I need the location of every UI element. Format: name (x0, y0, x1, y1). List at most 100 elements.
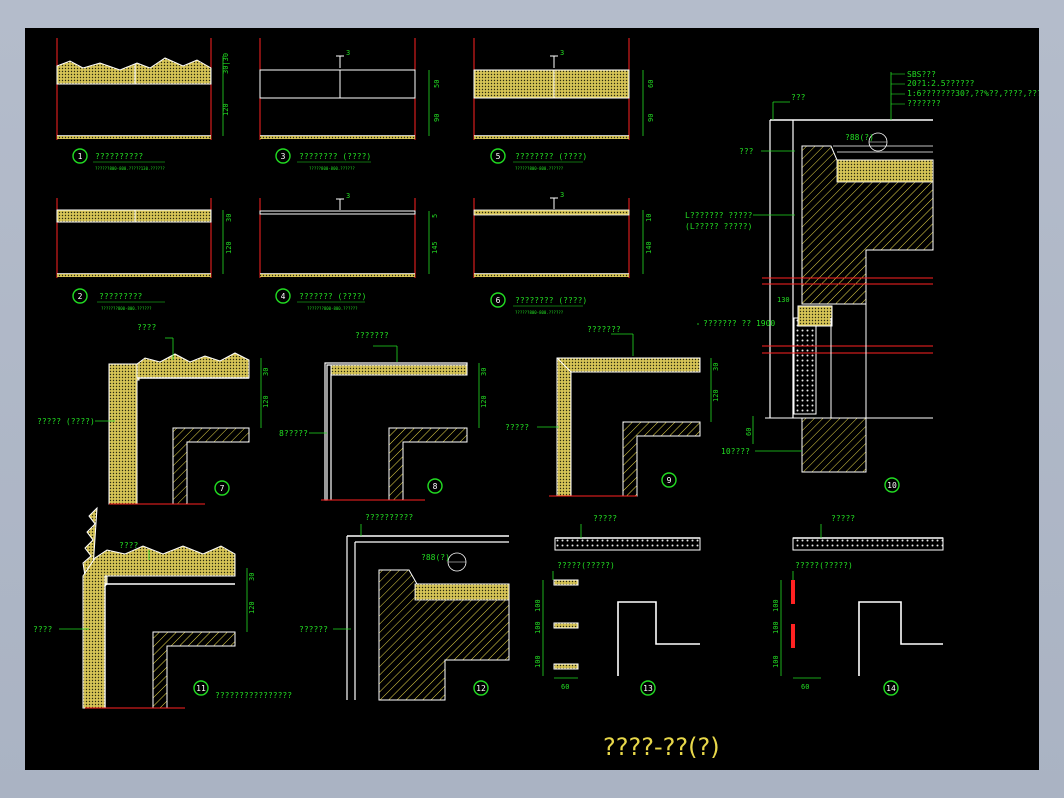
dim-text: 60 (745, 428, 753, 436)
detail-number: 11 (196, 684, 206, 693)
detail-note: ???????800-800.?????? (101, 306, 152, 311)
callout: ?????????? (365, 513, 413, 522)
dim-text: 30 (480, 368, 488, 376)
dim-text: 120 (222, 103, 230, 116)
dim-text: 50 (433, 80, 441, 88)
detail-number: 9 (667, 476, 672, 485)
detail-note: ??????800-800.?????130.?????? (95, 166, 165, 171)
dim-text: 120 (248, 601, 256, 614)
detail-number: 8 (433, 482, 438, 491)
detail-label: ???????? (????) (515, 296, 587, 305)
detail-7: 30 120 ???? ????? (????) 7 (37, 323, 270, 505)
detail-label: ???????? (????) (299, 152, 371, 161)
detail-number: 7 (220, 484, 225, 493)
callout: ?????? (299, 625, 328, 634)
callout: ?88(?) (421, 553, 450, 562)
dim-text: 3 (560, 49, 564, 57)
callout: ??????? (907, 99, 941, 108)
callout: ????? (831, 514, 855, 523)
callout: ??????? (587, 325, 621, 334)
detail-4: 3 5 145 4 ??????? (????) ???????800-800.… (259, 192, 439, 311)
dim-text: 60 (561, 683, 569, 691)
detail-number: 10 (887, 481, 897, 490)
detail-note: ???????800-800.?????? (307, 306, 358, 311)
detail-label: ???????? (????) (515, 152, 587, 161)
detail-13: ????? ?????(?????) 100 100 100 60 13 (534, 514, 701, 696)
callout: ??????? ?? 1900 (703, 319, 775, 328)
dim-text: 130 (777, 296, 790, 304)
detail-number: 12 (476, 684, 486, 693)
detail-number: 13 (643, 684, 653, 693)
callout: 10???? (721, 447, 750, 456)
callout: ???? (119, 541, 138, 550)
callout: 20?1:2.5?????? (907, 79, 975, 88)
detail-label: ???????????????? (215, 691, 292, 700)
callout: L??????? ????? (685, 211, 753, 220)
detail-label: ??????? (????) (299, 292, 366, 301)
detail-number: 6 (496, 296, 501, 305)
dim-text: 120 (712, 389, 720, 402)
detail-number: 2 (78, 292, 83, 301)
detail-number: 14 (886, 684, 896, 693)
detail-12: ?88(?) ?????????? ?????? 12 (299, 513, 510, 701)
callout: ??? (791, 93, 806, 102)
dim-text: 30 (248, 573, 256, 581)
callout: ?88(?) (845, 133, 874, 142)
detail-note: ?????800-800.?????? (309, 166, 355, 171)
dim-text: 145 (431, 241, 439, 254)
detail-number: 5 (496, 152, 501, 161)
dim-text: 100 (772, 621, 780, 634)
callout: 1:6???????30?,??%??,????,???? (907, 89, 1039, 98)
cad-drawing: 30|30 120 1 ?????????? ??????800-800.???… (33, 38, 1039, 761)
dim-text: 30|30 (222, 53, 230, 74)
detail-14: ????? ?????(?????) 100 100 100 60 14 (772, 514, 944, 696)
dim-text: 100 (772, 599, 780, 612)
dim-text: 120 (480, 395, 488, 408)
callout: (L????? ?????) (685, 222, 752, 231)
detail-number: 3 (281, 152, 286, 161)
detail-number: 1 (78, 152, 83, 161)
dim-text: 140 (645, 241, 653, 254)
dim-text: 10 (645, 214, 653, 222)
callout: ?????(?????) (557, 561, 615, 570)
dim-text: 3 (346, 192, 350, 200)
callout: ???? (33, 625, 52, 634)
sheet-title: ????-??(?) (603, 733, 720, 761)
dim-text: 100 (772, 655, 780, 668)
detail-9: 30 120 ??????? ????? 9 (505, 325, 720, 497)
dim-text: 30 (225, 214, 233, 222)
dim-text: 3 (346, 49, 350, 57)
drawing-sheet: 30|30 120 1 ?????????? ??????800-800.???… (25, 28, 1039, 770)
detail-number: 4 (281, 292, 286, 301)
dim-text: 100 (534, 655, 542, 668)
dim-text: 90 (647, 114, 655, 122)
callout: ????? (505, 423, 529, 432)
detail-label: ????????? (99, 292, 143, 301)
dim-text: 120 (262, 395, 270, 408)
dim-text: 100 (534, 599, 542, 612)
detail-5: 3 60 90 5 ???????? (????) ??????800-800.… (473, 38, 655, 171)
dim-text: 90 (433, 114, 441, 122)
callout: ?????(?????) (795, 561, 853, 570)
detail-label: ?????????? (95, 152, 143, 161)
callout: ????? (????) (37, 417, 95, 426)
dim-text: 30 (712, 363, 720, 371)
callout: 8????? (279, 429, 308, 438)
dim-text: 30 (262, 368, 270, 376)
detail-3: 3 50 90 3 ???????? (????) ?????800-800.?… (259, 38, 441, 171)
detail-8: 30 120 ??????? 8????? 8 (279, 331, 488, 501)
detail-10: ?88(?) SBS??? 20?1:2.5?????? 1:6???????3… (685, 70, 1039, 493)
dim-text: 60 (801, 683, 809, 691)
dim-text: 100 (534, 621, 542, 634)
dim-text: 60 (647, 80, 655, 88)
callout: ??? (739, 147, 754, 156)
callout: ????? (593, 514, 617, 523)
detail-6: 3 10 140 6 ???????? (????) ??????800-800… (473, 191, 653, 315)
detail-1: 30|30 120 1 ?????????? ??????800-800.???… (56, 38, 230, 171)
dim-text: 5 (431, 214, 439, 218)
detail-note: ??????800-800.?????? (515, 310, 564, 315)
dim-text: 3 (560, 191, 564, 199)
detail-2: 30 120 2 ????????? ???????800-800.?????? (56, 198, 233, 311)
callout: SBS??? (907, 70, 936, 79)
dim-text: 120 (225, 241, 233, 254)
